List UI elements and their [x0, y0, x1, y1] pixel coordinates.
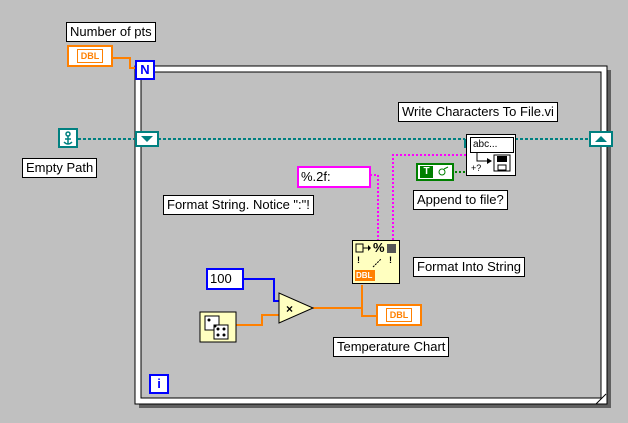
label-format-string-notice: Format String. Notice ":"!: [163, 195, 314, 215]
svg-text:+?: +?: [471, 163, 481, 173]
multiply-node[interactable]: [278, 292, 315, 324]
tunnel-left-arrow-icon: [141, 136, 153, 142]
number-of-pts-control[interactable]: DBL: [67, 45, 113, 67]
label-format-into-string: Format Into String: [413, 257, 526, 277]
constant-100[interactable]: 100: [206, 268, 244, 290]
wire-random: [236, 314, 280, 326]
wire-result-string: [392, 154, 466, 240]
percent-symbol: %: [373, 240, 385, 255]
svg-text:!: !: [389, 255, 392, 265]
empty-path-constant[interactable]: [58, 128, 78, 148]
loop-count-terminal[interactable]: N: [135, 60, 155, 80]
bool-true-indicator: T: [420, 166, 433, 178]
format-into-string-node[interactable]: ! ! % DBL: [352, 240, 400, 284]
temperature-chart-indicator[interactable]: DBL: [376, 304, 422, 326]
loop-resize-handle[interactable]: [595, 393, 607, 405]
tunnel-right-arrow-icon: [595, 136, 607, 142]
write-file-icon: +?: [471, 153, 511, 173]
dbl-tag: DBL: [76, 49, 104, 63]
format-into-string-icon: ! !: [355, 243, 396, 281]
label-number-of-pts: Number of pts: [66, 22, 156, 42]
format-dbl-tag: DBL: [356, 271, 373, 280]
wire-hundred: [244, 278, 280, 302]
anchor-icon: [63, 131, 73, 145]
toggle-icon: [438, 166, 449, 176]
svg-text:!: !: [357, 255, 360, 265]
format-string-constant[interactable]: %.2f:: [297, 166, 371, 188]
wire-number-pts: [112, 57, 138, 69]
dice-icon[interactable]: [199, 311, 237, 343]
abc-string-icon: abc...: [470, 137, 514, 153]
wire-product: [313, 285, 376, 317]
chart-dbl-tag: DBL: [385, 308, 413, 322]
multiply-symbol: ×: [286, 302, 293, 316]
loop-iteration-terminal[interactable]: i: [149, 374, 169, 394]
write-characters-vi[interactable]: abc... +?: [466, 134, 516, 176]
wire-format-string: [370, 174, 379, 240]
label-append-to-file: Append to file?: [413, 190, 508, 210]
label-write-characters: Write Characters To File.vi: [398, 102, 558, 122]
append-bool-constant[interactable]: T: [416, 163, 454, 181]
label-empty-path: Empty Path: [22, 158, 98, 178]
label-temperature-chart: Temperature Chart: [333, 337, 450, 357]
